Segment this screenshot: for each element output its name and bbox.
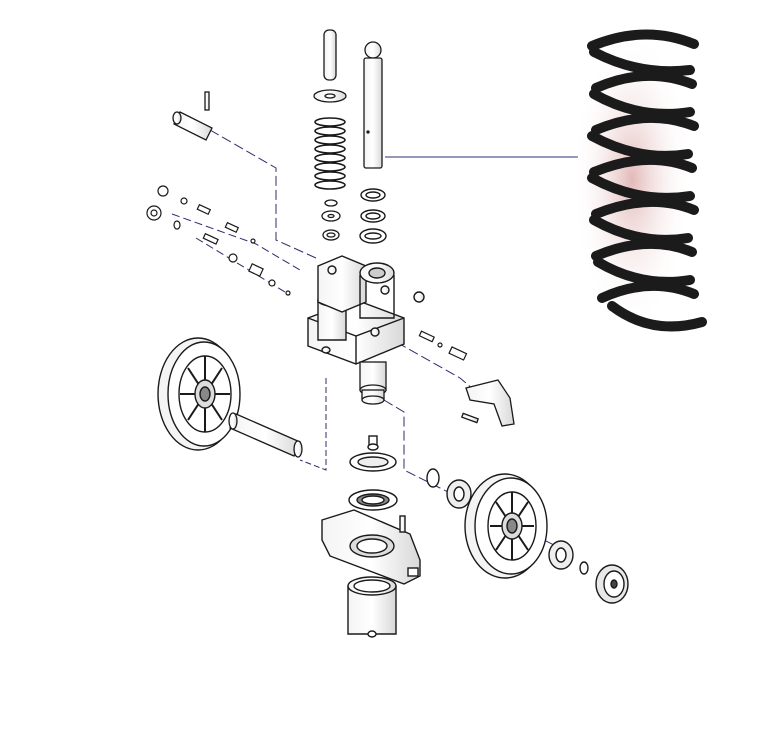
coil-spring-photo xyxy=(572,29,707,332)
axle xyxy=(228,412,303,458)
push-rod xyxy=(363,41,383,169)
handle-lever xyxy=(460,379,515,427)
body-pins xyxy=(418,330,468,361)
pump-piston-rod xyxy=(313,29,347,103)
pivot-pin xyxy=(172,91,213,141)
steer-wheel-right xyxy=(426,468,589,579)
pump-body xyxy=(307,255,425,365)
lower-piston xyxy=(359,361,387,405)
valve-screws xyxy=(146,185,291,296)
bearing-race xyxy=(348,435,398,511)
spring-washers xyxy=(321,199,341,241)
hub-cap xyxy=(595,564,629,604)
seal-rings xyxy=(359,188,387,244)
pump-spring xyxy=(314,117,346,190)
wheel-fork xyxy=(321,509,421,585)
steer-wheel-left xyxy=(157,337,241,451)
sleeve xyxy=(347,576,397,638)
